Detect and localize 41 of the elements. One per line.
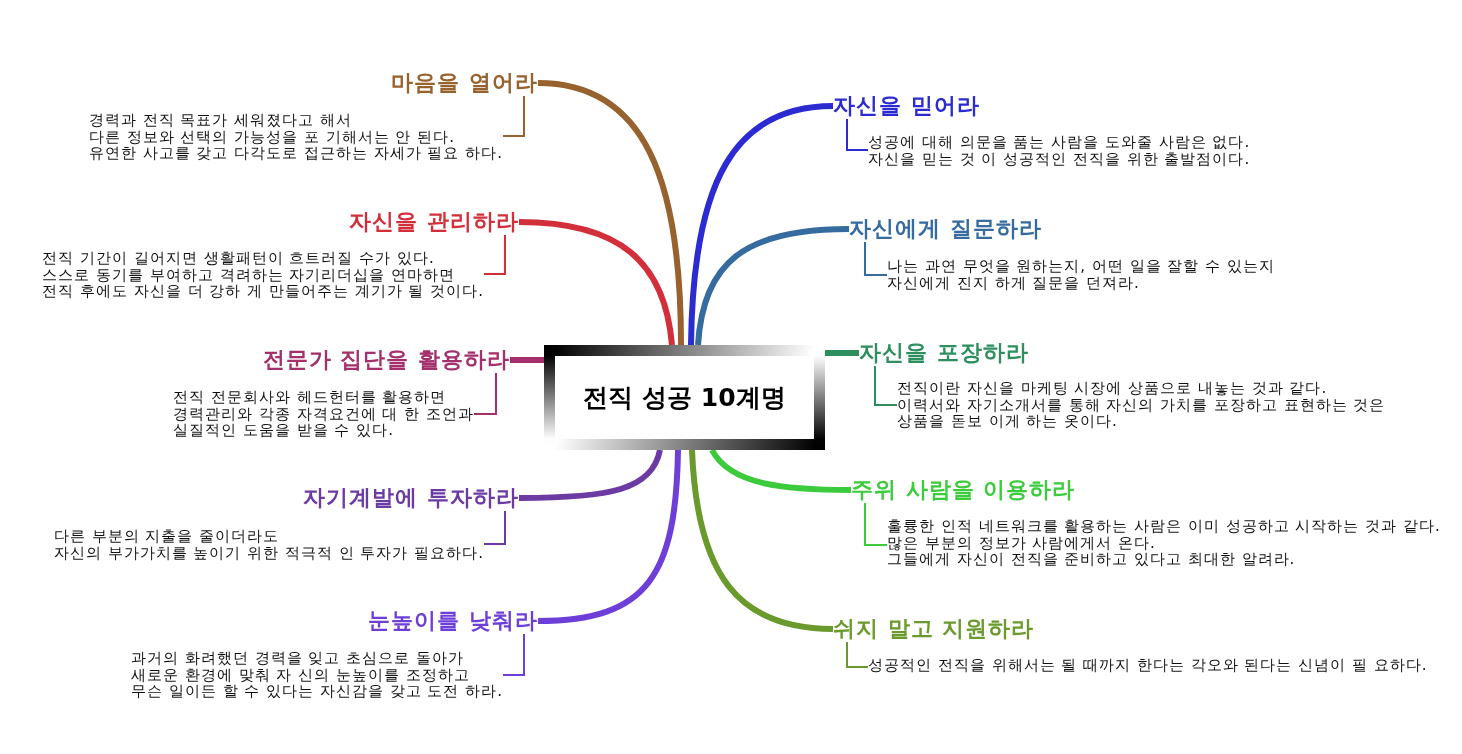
branch-title: 주위 사람을 이용하라: [851, 477, 1076, 503]
branch-note: 전직 기간이 길어지면 생활패턴이 흐트러질 수가 있다. 스스로 동기를 부여하고 격려하는 자기리더십을 연마하면 전직 후에도 자신을 더 강하 게 만들어주는 계기가 될 것이다.: [42, 250, 484, 300]
branch-title: 전문가 집단을 활용하라: [262, 347, 510, 373]
branch-line: [688, 103, 834, 346]
branch-note: 과거의 화려했던 경력을 잊고 초심으로 돌아가 새로운 환경에 맞춰 자 신의 눈높이를 조정하고 무슨 일이든 할 수 있다는 자신감을 갖고 도전 하라.: [131, 650, 503, 700]
leader-line: [502, 633, 525, 676]
central-topic-box: 전직 성공 10계명: [544, 345, 825, 450]
branch-note: 다른 부분의 지출을 줄이더라도 자신의 부가가치를 높이기 위한 적극적 인 투자가 필요하다.: [53, 528, 484, 561]
branch-note: 전직이란 자신을 마케팅 시장에 상품으로 내놓는 것과 같다. 이력서와 자기소개서를 통해 자신의 가치를 포장하고 표현하는 것은 상품을 돋보 이게 하는 옷이다.: [897, 380, 1386, 430]
branch-title: 쉬지 말고 지원하라: [833, 616, 1035, 642]
branch-note: 성공에 대해 의문을 품는 사람을 도와줄 사람은 없다. 자신을 믿는 것 이 성공적인 전직을 위한 출발점이다.: [868, 134, 1251, 167]
branch-line: [825, 350, 859, 356]
branch-line: [537, 449, 681, 624]
branch-line: [518, 219, 675, 346]
branch-title: 마음을 열어라: [391, 70, 538, 96]
branch-line: [537, 80, 684, 346]
leader-line: [846, 118, 869, 151]
branch-note: 나는 과연 무엇을 원하는지, 어떤 일을 잘할 수 있는지 자신에게 진지 하게 질문을 던져라.: [887, 258, 1275, 291]
branch-title: 눈높이를 낮춰라: [368, 608, 538, 634]
leader-line: [846, 641, 869, 668]
branch-title: 자신을 믿어라: [833, 93, 980, 119]
branch-line: [689, 449, 834, 632]
leader-line: [864, 502, 888, 546]
branch-note: 경력과 전직 목표가 세워졌다고 해서 다른 정보와 선택의 가능성을 포 기해서는 안 된다. 유연한 사고를 갖고 다각도로 접근하는 자세가 필요 하다.: [88, 112, 503, 162]
branch-line: [695, 226, 850, 346]
leader-line: [502, 95, 525, 137]
branch-line: [510, 357, 544, 363]
branch-title: 자신을 포장하라: [859, 340, 1029, 366]
leader-line: [483, 510, 506, 545]
leader-line: [473, 372, 497, 415]
branch-title: 자신에게 질문하라: [849, 216, 1042, 242]
branch-note: 전직 전문회사와 헤드헌터를 활용하면 경력관리와 각종 자격요건에 대 한 조언과 실질적인 도움을 받을 수 있다.: [173, 389, 474, 439]
branch-note: 성공적인 전직을 위해서는 될 때까지 한다는 각오와 된다는 신념이 필 요하다.: [868, 657, 1428, 674]
leader-line: [874, 365, 898, 406]
branch-note: 훌륭한 인적 네트워크를 활용하는 사람은 이미 성공하고 시작하는 것과 같다. 많은 부분의 정보가 사람에게서 온다. 그들에게 자신이 전직을 준비하고 있다고 최대한 알려라.: [887, 518, 1441, 568]
leader-line: [864, 241, 888, 276]
branch-title: 자신을 관리하라: [349, 209, 519, 235]
branch-title: 자기계발에 투자하라: [303, 485, 519, 511]
leader-line: [483, 234, 506, 275]
branch-line: [518, 449, 663, 501]
branch-line: [709, 448, 852, 493]
